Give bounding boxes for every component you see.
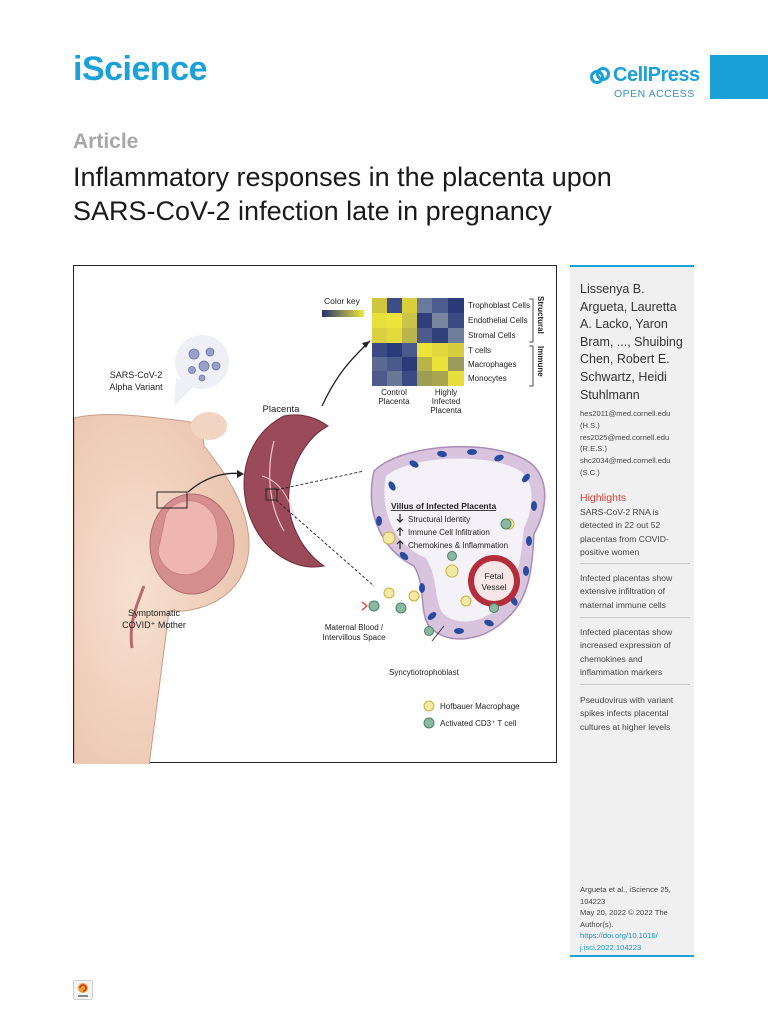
arrow-up-icon [396, 540, 404, 549]
virus-bubble [174, 335, 229, 406]
mother-label: Symptomatic [128, 608, 181, 618]
legend-label: Activated CD3⁺ T cell [440, 719, 517, 728]
article-title: Inflammatory responses in the placenta u… [73, 162, 612, 226]
header-accent-tab [710, 55, 768, 99]
heatmap-row-label: Endothelial Cells [468, 316, 528, 325]
email-link[interactable]: shc2034@med.cornell.edu [580, 456, 671, 466]
heatmap-row-label: Macrophages [468, 360, 516, 369]
heatmap-col-label: Control [381, 388, 407, 397]
divider [580, 617, 690, 618]
citation-line: May 20, 2022 © 2022 The [580, 908, 668, 917]
journal-name: iScience [73, 50, 207, 88]
divider [580, 684, 690, 685]
doi-link[interactable]: j.isci.2022.104223 [580, 942, 642, 952]
immune-bracket [529, 345, 534, 387]
highlights-heading: Highlights [580, 492, 627, 504]
legend: Hofbauer Macrophage Activated CD3⁺ T cel… [423, 700, 520, 729]
highlight-item: Pseudovirus with variant spikes infects … [580, 695, 674, 732]
mother-figure [74, 412, 250, 764]
color-key-bar [322, 310, 364, 317]
arrow-to-heatmap [321, 340, 371, 407]
heatmap-row-label: Trophoblast Cells [468, 301, 530, 310]
citation-line: Argueta et al., iScience 25, [580, 885, 671, 894]
highlight-item: Infected placentas show extensive infilt… [580, 573, 673, 610]
open-access-label: OPEN ACCESS [614, 88, 695, 100]
hofbauer-macrophage-icon [423, 700, 435, 712]
villus-title: Villus of Infected Placenta [391, 501, 496, 511]
author-list[interactable]: Lissenya B. Argueta, Lauretta A. Lacko, … [580, 282, 683, 402]
correspondence: hes2011@med.cornell.edu (H.S.) res2025@m… [580, 408, 692, 479]
group-label-structural: Structural [536, 296, 545, 334]
villus-item: Structural Identity [408, 515, 470, 524]
heatmap-col-label: Highly [435, 388, 457, 397]
t-cell-icon [423, 717, 435, 729]
article-type: Article [73, 130, 139, 153]
heatmap-col-label: Placenta [378, 397, 410, 406]
citation-line: Author(s). [580, 919, 614, 929]
divider [580, 563, 690, 564]
cellpress-logo-icon [590, 66, 610, 84]
citation-line: 104223 [580, 896, 606, 906]
publisher-logo[interactable]: CellPress [590, 64, 700, 87]
heatmap-row-label: T cells [468, 346, 491, 355]
email-link[interactable]: hes2011@med.cornell.edu [580, 409, 671, 418]
villus-item: Chemokines & Inflammation [408, 541, 508, 550]
structural-bracket [529, 298, 534, 343]
placenta-label: Placenta [263, 404, 301, 415]
maternal-blood-label: Maternal Blood / [325, 623, 384, 632]
group-label-immune: Immune [536, 346, 545, 377]
email-initials: (H.S.) [580, 420, 600, 430]
graphical-abstract: Color key [73, 265, 557, 764]
highlight-item: Infected placentas show increased expres… [580, 627, 673, 677]
email-initials: (R.E.S.) [580, 444, 608, 454]
heatmap-row-label: Stromal Cells [468, 331, 516, 340]
mother-label: COVID⁺ Mother [122, 620, 186, 630]
maternal-cells [361, 587, 434, 636]
arrow-up-icon [396, 527, 404, 536]
email-initials: (S.C.) [580, 467, 600, 477]
maternal-blood-label: Intervillous Space [322, 633, 386, 642]
heatmap-row-label: Monocytes [468, 374, 507, 383]
villus-figure [370, 446, 546, 640]
color-key-label: Color key [324, 296, 361, 306]
publisher-name: CellPress [613, 64, 700, 86]
fetal-vessel-label: Fetal [485, 571, 504, 581]
heatmap-col-label: Placenta [430, 406, 462, 415]
sidebar: Lissenya B. Argueta, Lauretta A. Lacko, … [570, 265, 694, 957]
heatmap [372, 298, 464, 386]
fetal-vessel-label: Vessel [481, 582, 506, 592]
legend-label: Hofbauer Macrophage [440, 702, 520, 711]
citation: Argueta et al., iScience 25, 104223 May … [580, 884, 692, 953]
syncytio-label: Syncytiotrophoblast [389, 668, 460, 677]
arrow-down-icon [396, 514, 404, 523]
email-link[interactable]: res2025@med.cornell.edu [580, 432, 670, 442]
placenta-figure [243, 414, 329, 568]
highlight-item: SARS-CoV-2 RNA is detected in 22 out 52 … [580, 507, 669, 557]
check-for-updates-icon[interactable] [73, 980, 93, 1000]
heatmap-col-label: Infected [432, 397, 460, 406]
virus-label: Alpha Variant [109, 382, 163, 392]
villus-item: Immune Cell Infiltration [408, 528, 490, 537]
doi-link[interactable]: https://doi.org/10.1016/ [580, 931, 658, 940]
virus-label: SARS-CoV-2 [110, 370, 163, 380]
